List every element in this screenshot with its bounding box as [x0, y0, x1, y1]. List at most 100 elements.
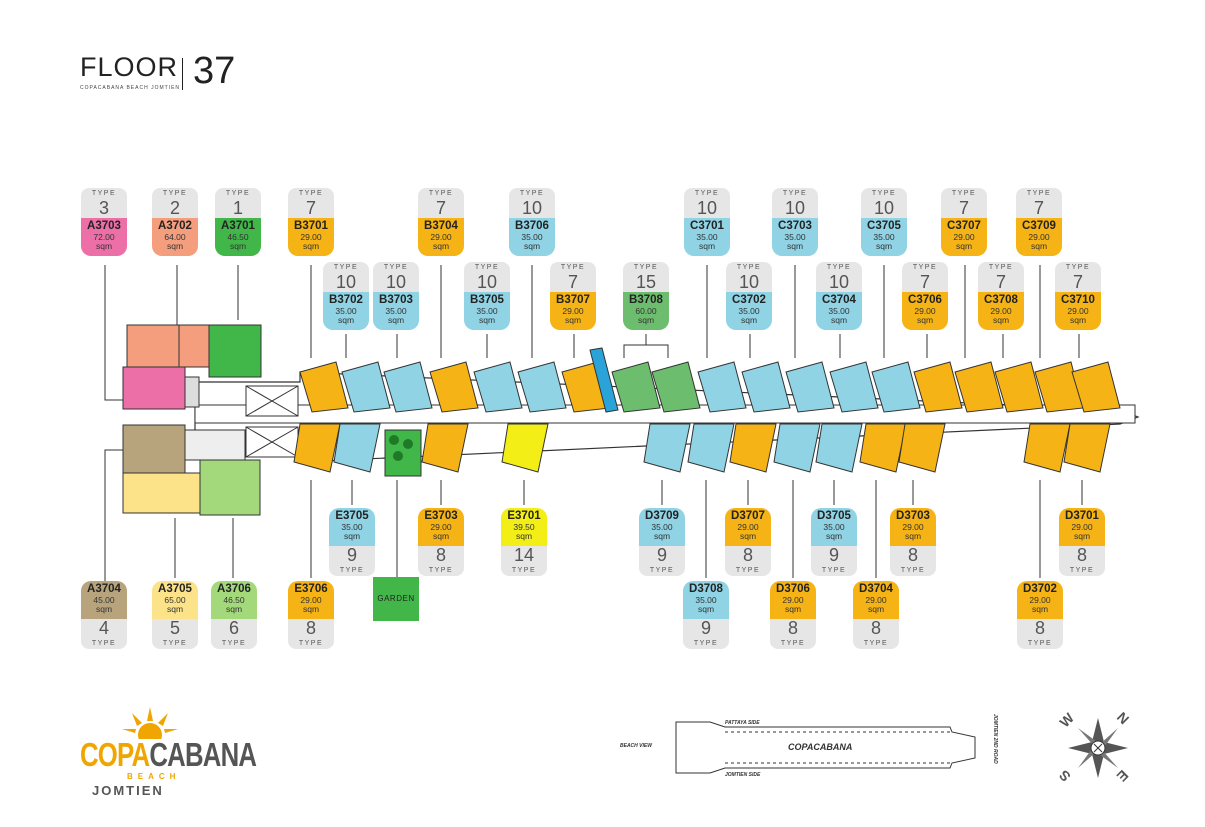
type-number: 10	[509, 199, 555, 218]
unit-area: 64.00	[164, 232, 186, 242]
unit-area: 29.00	[865, 595, 887, 605]
unit-area: 45.00	[93, 595, 115, 605]
type-number: 7	[1016, 199, 1062, 218]
north-unit-block	[829, 361, 879, 413]
type-number: 9	[639, 546, 685, 565]
type-number: 10	[816, 273, 862, 292]
unit-area: 35.00	[476, 306, 498, 316]
unit-code: E3705	[335, 510, 369, 522]
logo-jomtien: JOMTIEN	[92, 783, 164, 798]
north-unit-block	[611, 361, 661, 413]
unit-sqm: sqm	[739, 531, 757, 541]
type-label: TYPE	[418, 565, 464, 576]
type-label: TYPE	[684, 188, 730, 199]
type-number: 10	[373, 273, 419, 292]
unit-sqm: sqm	[786, 241, 804, 251]
unit-sqm: sqm	[698, 241, 716, 251]
unit-sqm: sqm	[653, 531, 671, 541]
unit-code: C3704	[822, 294, 856, 306]
type-label: TYPE	[501, 565, 547, 576]
south-units	[293, 423, 1111, 473]
unit-sqm: sqm	[867, 604, 885, 614]
unit-code: A3706	[217, 583, 251, 595]
type-number: 8	[1059, 546, 1105, 565]
unit-sqm: sqm	[904, 531, 922, 541]
unit-area: 46.50	[227, 232, 249, 242]
unit-code: A3702	[158, 220, 192, 232]
unit-code: C3701	[690, 220, 724, 232]
type-label: TYPE	[639, 565, 685, 576]
north-unit-block	[913, 361, 963, 413]
unit-sqm: sqm	[784, 604, 802, 614]
south-unit-block	[333, 423, 381, 473]
unit-sqm: sqm	[992, 315, 1010, 325]
unit-sqm: sqm	[1030, 241, 1048, 251]
south-unit-block	[501, 423, 549, 473]
type-label: TYPE	[770, 638, 816, 649]
type-number: 9	[329, 546, 375, 565]
unit-sqm: sqm	[830, 315, 848, 325]
north-unit-block	[741, 361, 791, 413]
unit-sqm: sqm	[740, 315, 758, 325]
unit-sqm: sqm	[166, 241, 184, 251]
unit-sqm: sqm	[166, 604, 184, 614]
unit-area: 29.00	[430, 522, 452, 532]
type-number: 10	[861, 199, 907, 218]
unit-sqm: sqm	[697, 604, 715, 614]
unit-area: 29.00	[300, 595, 322, 605]
type-label: TYPE	[464, 262, 510, 273]
key-beach-view: BEACH VIEW	[620, 743, 652, 749]
